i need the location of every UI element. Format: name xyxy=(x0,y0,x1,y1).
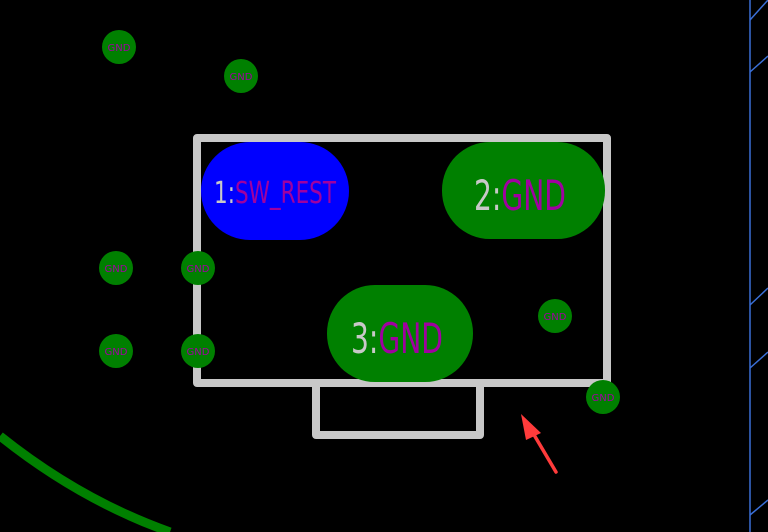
via[interactable]: GND xyxy=(99,334,133,368)
pad-3[interactable]: 3:GND xyxy=(327,285,473,382)
board-outline xyxy=(749,0,768,532)
pad-3-label: 3:GND xyxy=(351,314,443,363)
via-net-label: GND xyxy=(592,393,615,404)
pad-3-shape xyxy=(327,285,473,382)
via-net-label: GND xyxy=(187,264,210,275)
via-group: GND GND GND GND GND GND GND GND xyxy=(99,30,620,414)
via[interactable]: GND xyxy=(538,299,572,333)
pad-1-label: 1:SW_REST xyxy=(214,176,336,211)
via-net-label: GND xyxy=(544,312,567,323)
red-arrow-icon xyxy=(521,414,558,474)
via[interactable]: GND xyxy=(224,59,258,93)
via[interactable]: GND xyxy=(181,251,215,285)
via[interactable]: GND xyxy=(102,30,136,64)
via-net-label: GND xyxy=(105,347,128,358)
via[interactable]: GND xyxy=(99,251,133,285)
via-net-label: GND xyxy=(230,72,253,83)
via[interactable]: GND xyxy=(181,334,215,368)
pad-2-label: 2:GND xyxy=(474,171,566,220)
via-net-label: GND xyxy=(187,347,210,358)
via[interactable]: GND xyxy=(586,380,620,414)
pad-2[interactable]: 2:GND xyxy=(442,142,605,239)
pad-1-shape xyxy=(201,142,349,240)
via-net-label: GND xyxy=(105,264,128,275)
pad-2-shape xyxy=(442,142,605,239)
copper-track[interactable] xyxy=(0,432,172,532)
via-net-label: GND xyxy=(108,43,131,54)
pad-1[interactable]: 1:SW_REST xyxy=(201,142,349,240)
